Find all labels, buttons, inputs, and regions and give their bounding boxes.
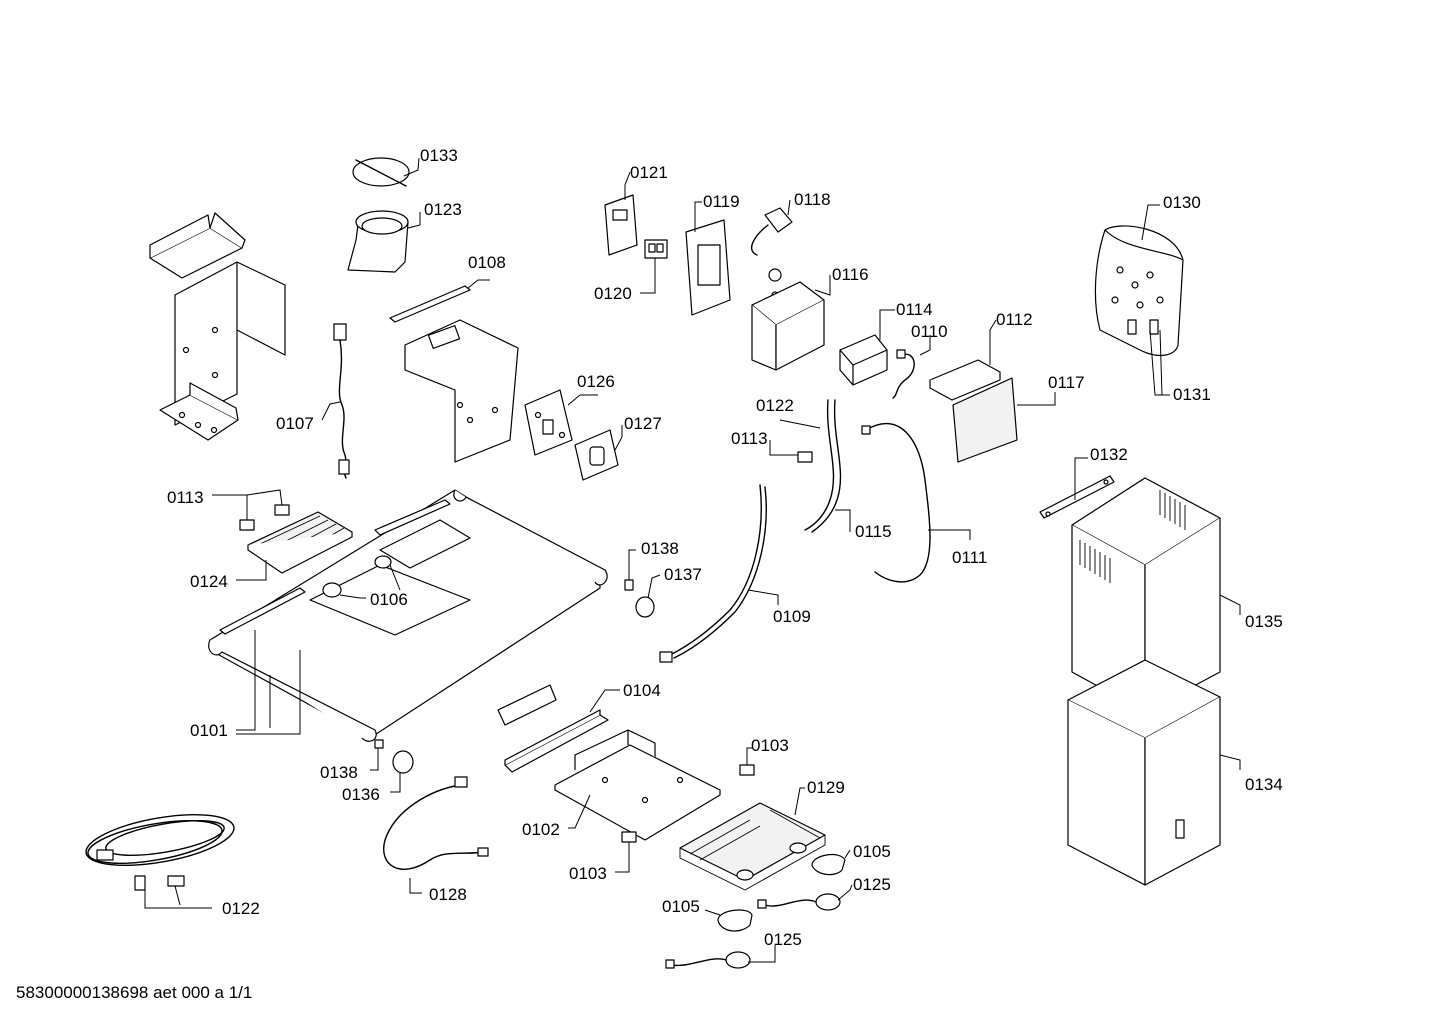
part-0118-mains-plug — [751, 199, 793, 256]
part-0120-switch — [640, 239, 668, 294]
part-0108-motor-bracket — [404, 319, 519, 463]
callout-0106: 0106 — [370, 590, 408, 609]
part-0136-control-knob — [390, 750, 414, 793]
drawing-reference-code: 58300000138698 aet 000 a 1/1 — [16, 983, 252, 1002]
callout-0122-lower: 0122 — [222, 899, 260, 918]
part-0115-ribbon-wire — [779, 399, 851, 533]
part-0134-lower-chimney — [1067, 659, 1241, 886]
callout-0132: 0132 — [1090, 445, 1128, 464]
part-0105-lamp-holder-left — [704, 909, 753, 932]
part-0103-clip-lower — [615, 831, 637, 873]
part-0125-lamp-right — [757, 884, 853, 911]
part-0126-mounting-plate — [524, 389, 598, 456]
callout-0112: 0112 — [996, 310, 1033, 329]
callout-0105-left: 0105 — [662, 897, 700, 916]
callout-0103-lower: 0103 — [569, 864, 607, 883]
callout-0129: 0129 — [807, 778, 845, 797]
callout-0101: 0101 — [190, 721, 228, 740]
part-0108-strip — [389, 279, 490, 323]
callout-0131: 0131 — [1173, 385, 1211, 404]
part-0104-light-cover — [497, 684, 620, 773]
callout-0107: 0107 — [276, 414, 314, 433]
callout-0109: 0109 — [773, 607, 811, 626]
callout-0127: 0127 — [624, 414, 662, 433]
callout-0113-center: 0113 — [731, 429, 768, 448]
callout-0123: 0123 — [424, 200, 462, 219]
callout-0134: 0134 — [1245, 775, 1283, 794]
part-0110-wire — [892, 335, 931, 399]
callout-0126: 0126 — [577, 372, 615, 391]
callout-0104: 0104 — [623, 681, 661, 700]
part-0101-base-tray — [208, 489, 608, 742]
callout-0125-left: 0125 — [764, 930, 802, 949]
part-0113-clips-left — [212, 489, 290, 531]
part-0122-cable-bundle — [85, 814, 235, 909]
callout-0125-right: 0125 — [853, 875, 891, 894]
part-0127-switch-plate — [574, 425, 623, 481]
callout-0124: 0124 — [190, 572, 228, 591]
part-0113-clip — [769, 440, 813, 463]
part-angle-bracket — [159, 382, 239, 441]
part-0105-lamp-holder-right — [811, 849, 851, 876]
callout-0110: 0110 — [911, 322, 948, 341]
callout-0121: 0121 — [630, 163, 668, 182]
callout-0114: 0114 — [896, 300, 933, 319]
part-0135-upper-chimney — [1071, 477, 1241, 713]
callout-labels: 0133 0123 0108 0107 0121 0120 0119 0118 … — [167, 146, 1283, 949]
callout-0102: 0102 — [522, 820, 560, 839]
part-0111-cable — [861, 423, 971, 583]
callout-0118: 0118 — [794, 190, 831, 209]
callout-0111: 0111 — [952, 548, 987, 567]
part-0117-filter-panel — [952, 377, 1056, 463]
callout-0105-right: 0105 — [853, 842, 891, 861]
callout-0116: 0116 — [832, 265, 869, 284]
part-0102-motor-plate — [554, 729, 721, 841]
part-0130-accessory-bag — [1094, 204, 1184, 396]
part-0123-duct-connector — [347, 210, 421, 273]
callout-0130: 0130 — [1163, 193, 1201, 212]
callout-0135: 0135 — [1245, 612, 1283, 631]
part-0132-wall-bracket — [1039, 457, 1115, 519]
part-0119-switch-housing — [685, 201, 731, 316]
callout-0120: 0120 — [594, 284, 632, 303]
part-0114-capacitor — [839, 309, 895, 386]
part-0121-switch-plate — [604, 171, 638, 256]
part-side-panel — [174, 261, 286, 426]
part-0133-damper-flap — [352, 157, 420, 187]
callout-0138-lower: 0138 — [320, 763, 358, 782]
part-0106-blanking-plug — [322, 555, 401, 599]
part-0116-cover — [751, 275, 831, 371]
part-0129-charcoal-filter — [679, 787, 826, 891]
part-0103-clip-upper — [739, 747, 755, 776]
part-top-bracket — [149, 212, 246, 279]
callout-0113-left: 0113 — [167, 488, 204, 507]
callout-0128: 0128 — [429, 885, 467, 904]
callout-0117: 0117 — [1048, 373, 1085, 392]
callout-0103-upper: 0103 — [751, 736, 789, 755]
part-0138-knob-adapter-lower — [370, 739, 384, 771]
part-0109-cable — [659, 484, 779, 663]
callout-0137: 0137 — [664, 565, 702, 584]
part-0112-transformer — [929, 319, 1001, 401]
callout-0133: 0133 — [420, 146, 458, 165]
part-0125-lamp-left — [665, 945, 776, 969]
part-0107-wire-harness — [321, 323, 350, 479]
callout-0138-upper: 0138 — [641, 539, 679, 558]
part-0124-grease-filter — [236, 511, 353, 581]
callout-0115: 0115 — [855, 522, 892, 541]
callout-0122-upper: 0122 — [756, 396, 794, 415]
callout-0136: 0136 — [342, 785, 380, 804]
part-0137-control-knob — [635, 574, 661, 618]
callout-0119: 0119 — [703, 192, 740, 211]
part-0138-knob-adapter — [624, 549, 636, 591]
part-0128-cable — [383, 776, 489, 894]
callout-0108: 0108 — [468, 253, 506, 272]
